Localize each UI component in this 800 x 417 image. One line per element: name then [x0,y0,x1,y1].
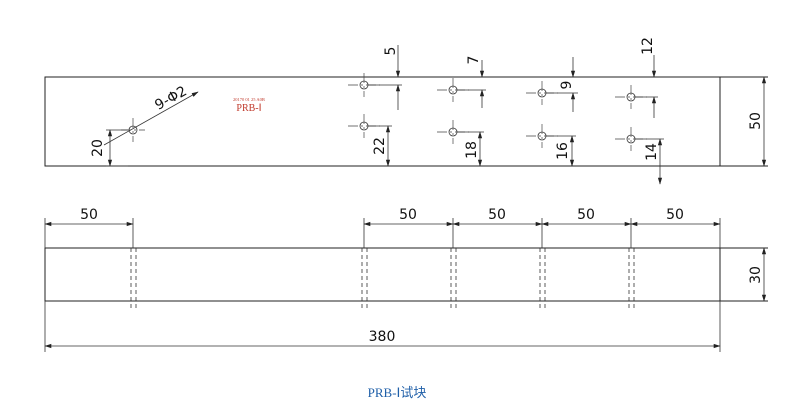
front-view-outline [44,247,721,302]
spacing-dim-4: 50 [577,207,595,223]
drawing-caption: PRB-Ⅰ试块 [368,385,427,400]
spacing-dim-2: 50 [399,207,417,223]
depth-dim-7: 7 [466,56,482,65]
depth-dim-9: 9 [559,81,575,90]
top-view: 20170 01 25 A0B PRB-Ⅰ 9-Φ2 20 5 [44,37,768,185]
specimen-marking-small: 20170 01 25 A0B [233,97,265,102]
spacing-dim-1: 50 [80,207,98,223]
depth-dim-5: 5 [383,47,399,56]
spacing-dim-3: 50 [488,207,506,223]
depth-dim-12: 12 [640,37,656,55]
hole-column-1: 5 22 [348,45,402,167]
hole-callout-leader [103,91,199,146]
spacing-dim-5: 50 [666,207,684,223]
hole-callout: 9-Φ2 [152,83,189,113]
front-view: 50 50 50 50 50 30 380 [44,207,768,352]
hole-column-2: 7 18 [437,56,486,167]
specimen-marking: PRB-Ⅰ [236,103,261,114]
depth-dim-16: 16 [555,142,571,160]
hole-column-3: 9 16 [526,57,578,167]
dim-20: 20 [90,139,106,157]
dim-length-380: 380 [369,329,396,345]
dim-height-50: 50 [748,112,764,130]
depth-dim-18: 18 [464,141,480,159]
dim-height-30: 30 [748,266,764,284]
depth-dim-22: 22 [372,137,388,155]
hidden-holes [130,248,635,308]
top-view-outline [44,76,721,167]
hole-column-4: 12 14 [615,37,664,185]
depth-dim-14: 14 [644,143,660,161]
